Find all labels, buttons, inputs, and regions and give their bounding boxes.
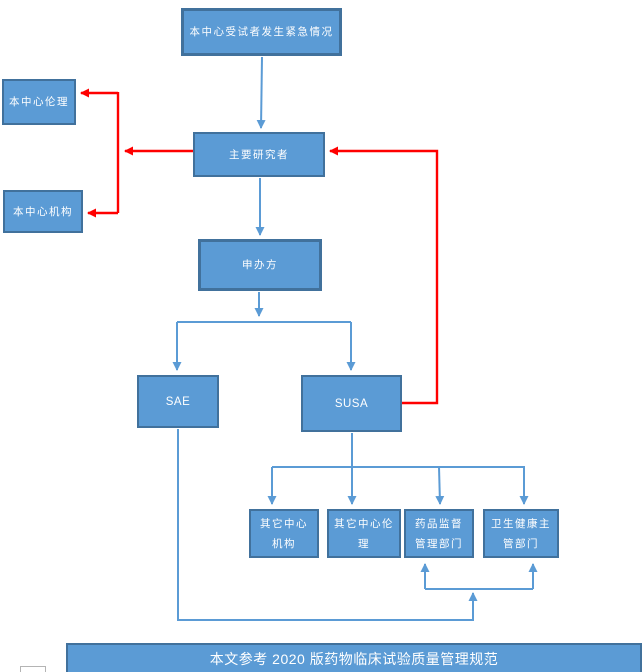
arrow-emergency-to-pi — [256, 56, 266, 129]
node-susa: SUSA — [301, 375, 402, 432]
node-drug-admin: 药品监督 管理部门 — [404, 509, 474, 558]
node-sponsor: 申办方 — [198, 239, 322, 291]
node-sae: SAE — [137, 375, 219, 428]
arrow-to-drug-admin — [435, 466, 445, 505]
node-center-ethics: 本中心伦理 — [2, 79, 76, 125]
node-other-center-ethics: 其它中心伦 理 — [327, 509, 401, 558]
node-principal-investigator: 主要研究者 — [193, 132, 325, 177]
partial-shape-artifact — [20, 666, 46, 672]
node-emergency-event: 本中心受试者发生紧急情况 — [181, 8, 342, 56]
node-health-admin: 卫生健康主 管部门 — [483, 509, 559, 558]
red-susa-feedback-to-pi — [329, 146, 439, 405]
node-other-center-institution: 其它中心 机构 — [249, 509, 319, 558]
footer-reference-banner: 本文参考 2020 版药物临床试验质量管理规范 — [66, 643, 642, 672]
node-center-institution: 本中心机构 — [3, 190, 83, 233]
